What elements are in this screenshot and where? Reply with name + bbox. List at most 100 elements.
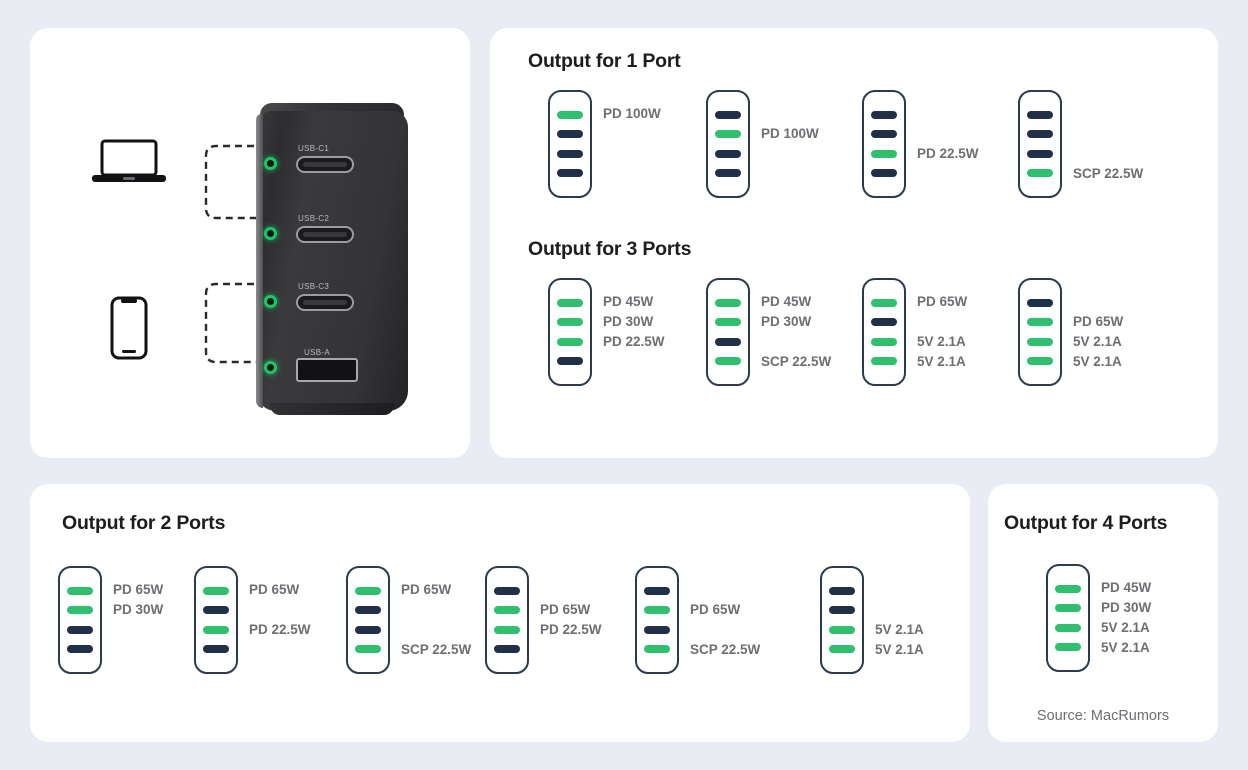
charger-port-tower xyxy=(706,90,750,198)
charger-port-tower xyxy=(635,566,679,674)
port-config-group: PD 100W xyxy=(548,90,661,198)
port-bar-3-on xyxy=(557,337,583,346)
output-label-empty xyxy=(1073,130,1143,138)
port-bar-1-on xyxy=(1055,585,1081,594)
output-label-empty xyxy=(917,130,979,138)
port-bar-3-off xyxy=(355,625,381,634)
output-label: PD 65W xyxy=(917,294,968,309)
port-bar-3-on xyxy=(1027,337,1053,346)
charger-port-tower xyxy=(548,90,592,198)
port-bar-4-off xyxy=(557,168,583,177)
port-bar-4-on xyxy=(355,644,381,653)
laptop-icon xyxy=(92,139,166,182)
charger-port-tower xyxy=(1018,90,1062,198)
output-label-empty xyxy=(917,318,967,326)
port-bar-3-off xyxy=(1027,149,1053,158)
output-label-empty xyxy=(761,170,819,178)
section-title-one-port: Output for 1 Port xyxy=(528,50,681,72)
led-indicator-icon xyxy=(264,157,277,170)
output-label: SCP 22.5W xyxy=(401,642,472,657)
output-label-empty xyxy=(1073,150,1143,158)
output-label-empty xyxy=(249,606,311,614)
port-bar-2-on xyxy=(715,318,741,327)
phone-icon xyxy=(110,296,148,360)
port-bar-1-on xyxy=(557,299,583,308)
output-label: 5V 2.1A xyxy=(917,354,966,369)
port-bar-2-on xyxy=(494,606,520,615)
port-config-group: SCP 22.5W xyxy=(1018,90,1143,198)
port-bar-1-on xyxy=(203,587,229,596)
charger-port-tower xyxy=(1046,564,1090,672)
port-bar-3-off xyxy=(644,625,670,634)
port-label: USB-C2 xyxy=(298,214,330,223)
output-label-empty xyxy=(690,626,760,634)
port-bar-4-off xyxy=(557,356,583,365)
port-bar-2-off xyxy=(1027,130,1053,139)
output-label-empty xyxy=(690,586,760,594)
port-bar-3-off xyxy=(557,149,583,158)
charger-illustration: USB-C1 USB-C2 USB-C3 USB-A xyxy=(226,76,426,415)
port-bar-2-on xyxy=(644,606,670,615)
output-label-empty xyxy=(917,170,979,178)
charger-port-tower xyxy=(1018,278,1062,386)
led-indicator-icon xyxy=(264,227,277,240)
port-bar-2-on xyxy=(557,318,583,327)
charger-side-edge xyxy=(256,114,263,408)
port-bar-4-on xyxy=(1027,356,1053,365)
output-label-empty xyxy=(540,646,602,654)
output-label-empty xyxy=(113,626,163,634)
charger-port-tower xyxy=(58,566,102,674)
source-note: Source: MacRumors xyxy=(1036,708,1170,724)
charger-port-tower xyxy=(706,278,750,386)
led-indicator-icon xyxy=(264,295,277,308)
port-config-group: PD 100W xyxy=(706,90,819,198)
output-label-empty xyxy=(603,150,661,158)
port-bar-4-off xyxy=(67,644,93,653)
output-label: PD 22.5W xyxy=(917,146,979,161)
section-title-three-ports: Output for 3 Ports xyxy=(528,238,692,260)
output-label: SCP 22.5W xyxy=(1073,166,1144,181)
port-bar-4-on xyxy=(871,356,897,365)
output-label: PD 30W xyxy=(603,314,654,329)
output-label: PD 45W xyxy=(603,294,654,309)
output-label-empty xyxy=(401,626,471,634)
output-label: PD 65W xyxy=(1073,314,1124,329)
usb-c-port-icon xyxy=(296,226,354,243)
port-output-labels: PD 22.5W xyxy=(917,90,979,198)
output-label: PD 30W xyxy=(1101,600,1152,615)
led-indicator-icon xyxy=(264,361,277,374)
panel-one-and-three-ports: Output for 1 Port PD 100W PD 100W PD 22.… xyxy=(490,28,1218,458)
port-bar-3-off xyxy=(715,337,741,346)
port-bar-3-on xyxy=(829,625,855,634)
port-bar-4-on xyxy=(829,644,855,653)
port-bar-1-off xyxy=(1027,111,1053,120)
charger-port-tower xyxy=(862,90,906,198)
port-bar-3-on xyxy=(203,625,229,634)
output-label: PD 65W xyxy=(540,602,591,617)
port-bar-1-off xyxy=(644,587,670,596)
output-label-empty xyxy=(603,358,665,366)
port-bar-2-off xyxy=(871,318,897,327)
port-bar-4-off xyxy=(715,168,741,177)
output-label-empty xyxy=(761,110,819,118)
port-bar-4-off xyxy=(871,168,897,177)
port-bar-1-on xyxy=(715,299,741,308)
port-config-group: PD 65W SCP 22.5W xyxy=(635,566,760,674)
usb-a-port-icon xyxy=(296,358,358,382)
port-bar-1-on xyxy=(871,299,897,308)
port-config-group: PD 22.5W xyxy=(862,90,979,198)
port-bar-4-on xyxy=(644,644,670,653)
port-bar-2-on xyxy=(1027,318,1053,327)
section-title-four-ports: Output for 4 Ports xyxy=(1004,512,1168,534)
output-label: PD 65W xyxy=(690,602,741,617)
charger-port-tower xyxy=(548,278,592,386)
port-output-labels: PD 65W SCP 22.5W xyxy=(690,566,760,674)
port-output-labels: SCP 22.5W xyxy=(1073,90,1143,198)
